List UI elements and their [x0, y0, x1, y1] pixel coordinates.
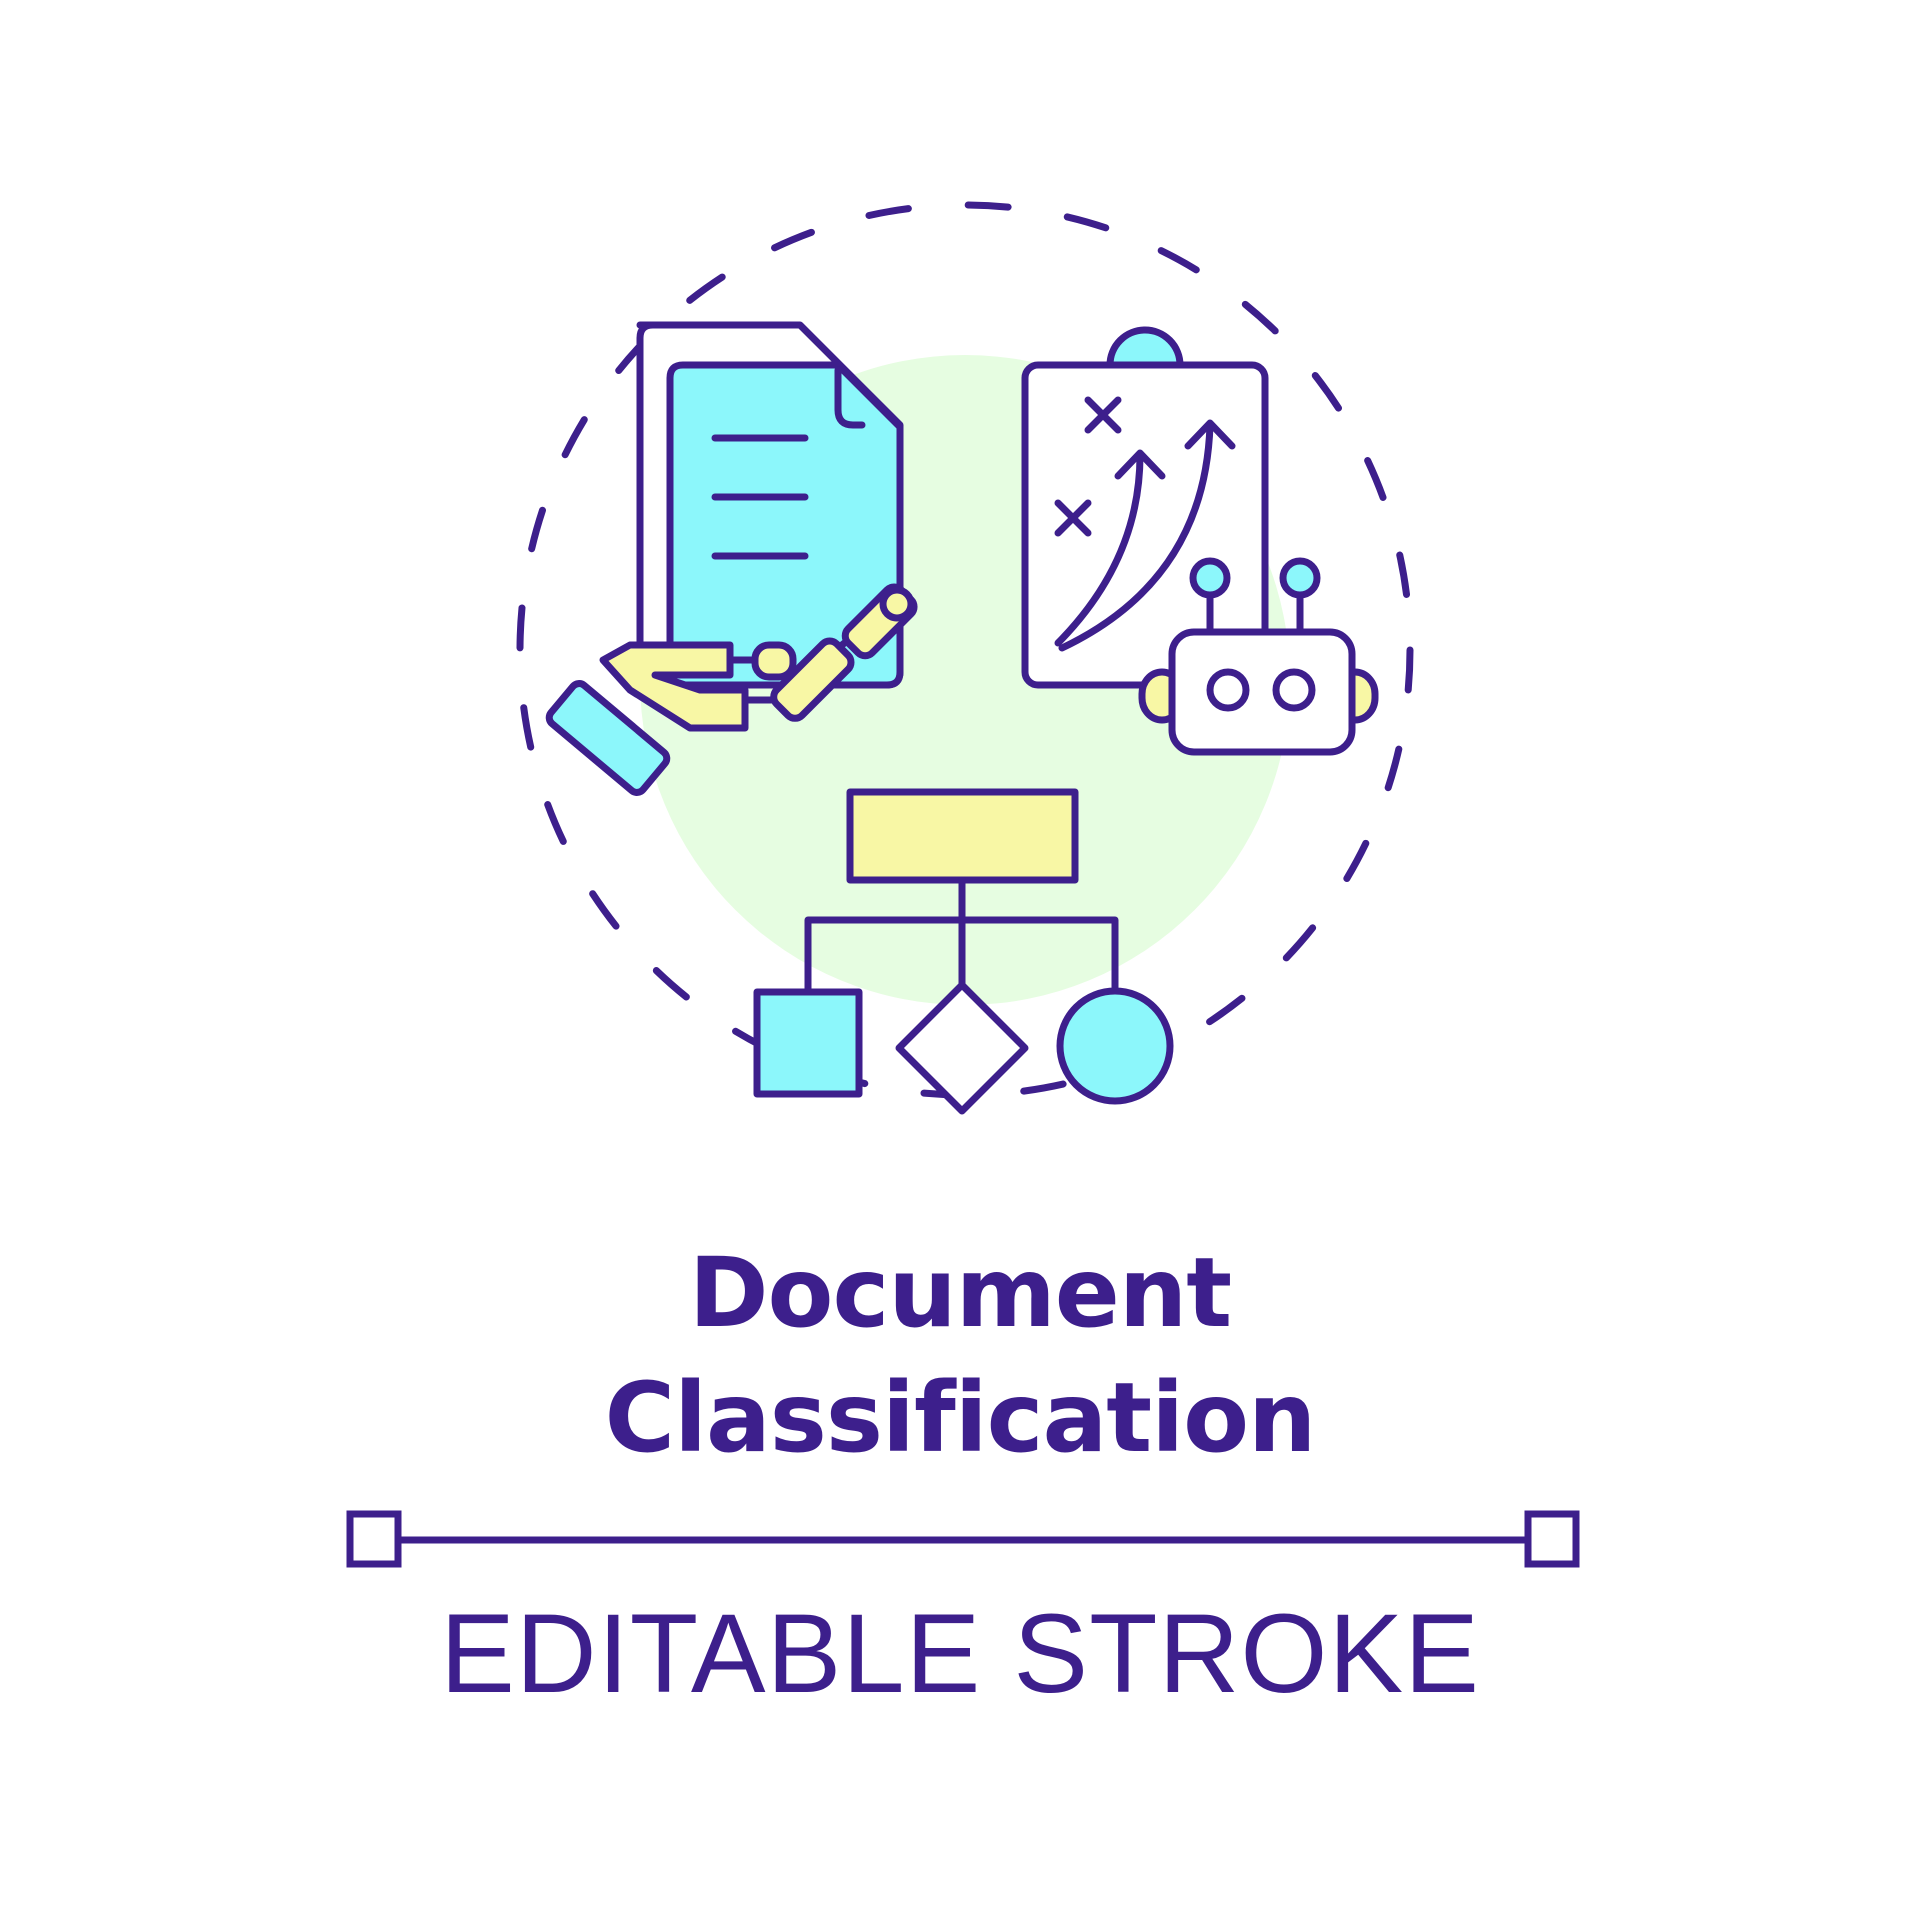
flowchart-diamond-node — [895, 981, 1029, 1115]
editable-stroke-caption: EDITABLE STROKE — [440, 1591, 1480, 1716]
flowchart-root-node — [846, 788, 1079, 884]
flowchart-square-node — [753, 988, 863, 1098]
editable-stroke-divider — [346, 1510, 1580, 1568]
title-line-2: Classification — [604, 1362, 1317, 1474]
title-line-1: Document — [688, 1237, 1232, 1349]
wrist-cuff — [545, 680, 671, 796]
flowchart-circle-node — [1056, 987, 1174, 1105]
play-arrow-head-2 — [1184, 419, 1236, 450]
board-clip — [1106, 326, 1184, 369]
page-fold — [834, 366, 866, 429]
antenna-tip-right — [1279, 557, 1321, 599]
robot-eye-left — [1206, 668, 1250, 712]
robot-hand-icon — [545, 583, 918, 796]
antenna-tip-left — [1189, 557, 1231, 599]
strategy-board-icon — [1021, 326, 1269, 689]
robot-head-icon — [1138, 557, 1379, 756]
play-arrow-1 — [1054, 451, 1144, 647]
x-mark-1 — [1084, 396, 1122, 434]
play-arrow-2 — [1058, 421, 1214, 652]
finger-segment — [751, 641, 797, 681]
divider-handle-left — [346, 1510, 402, 1568]
flowchart-connectors — [804, 876, 1119, 996]
flowchart-icon — [753, 788, 1174, 1115]
robot-face — [1168, 628, 1356, 756]
robot-eye-right — [1272, 668, 1316, 712]
x-mark-2 — [1054, 499, 1092, 537]
thumb — [741, 583, 918, 722]
divider-handle-right — [1524, 1510, 1580, 1568]
play-arrow-head-1 — [1114, 449, 1166, 480]
palm — [599, 641, 749, 732]
